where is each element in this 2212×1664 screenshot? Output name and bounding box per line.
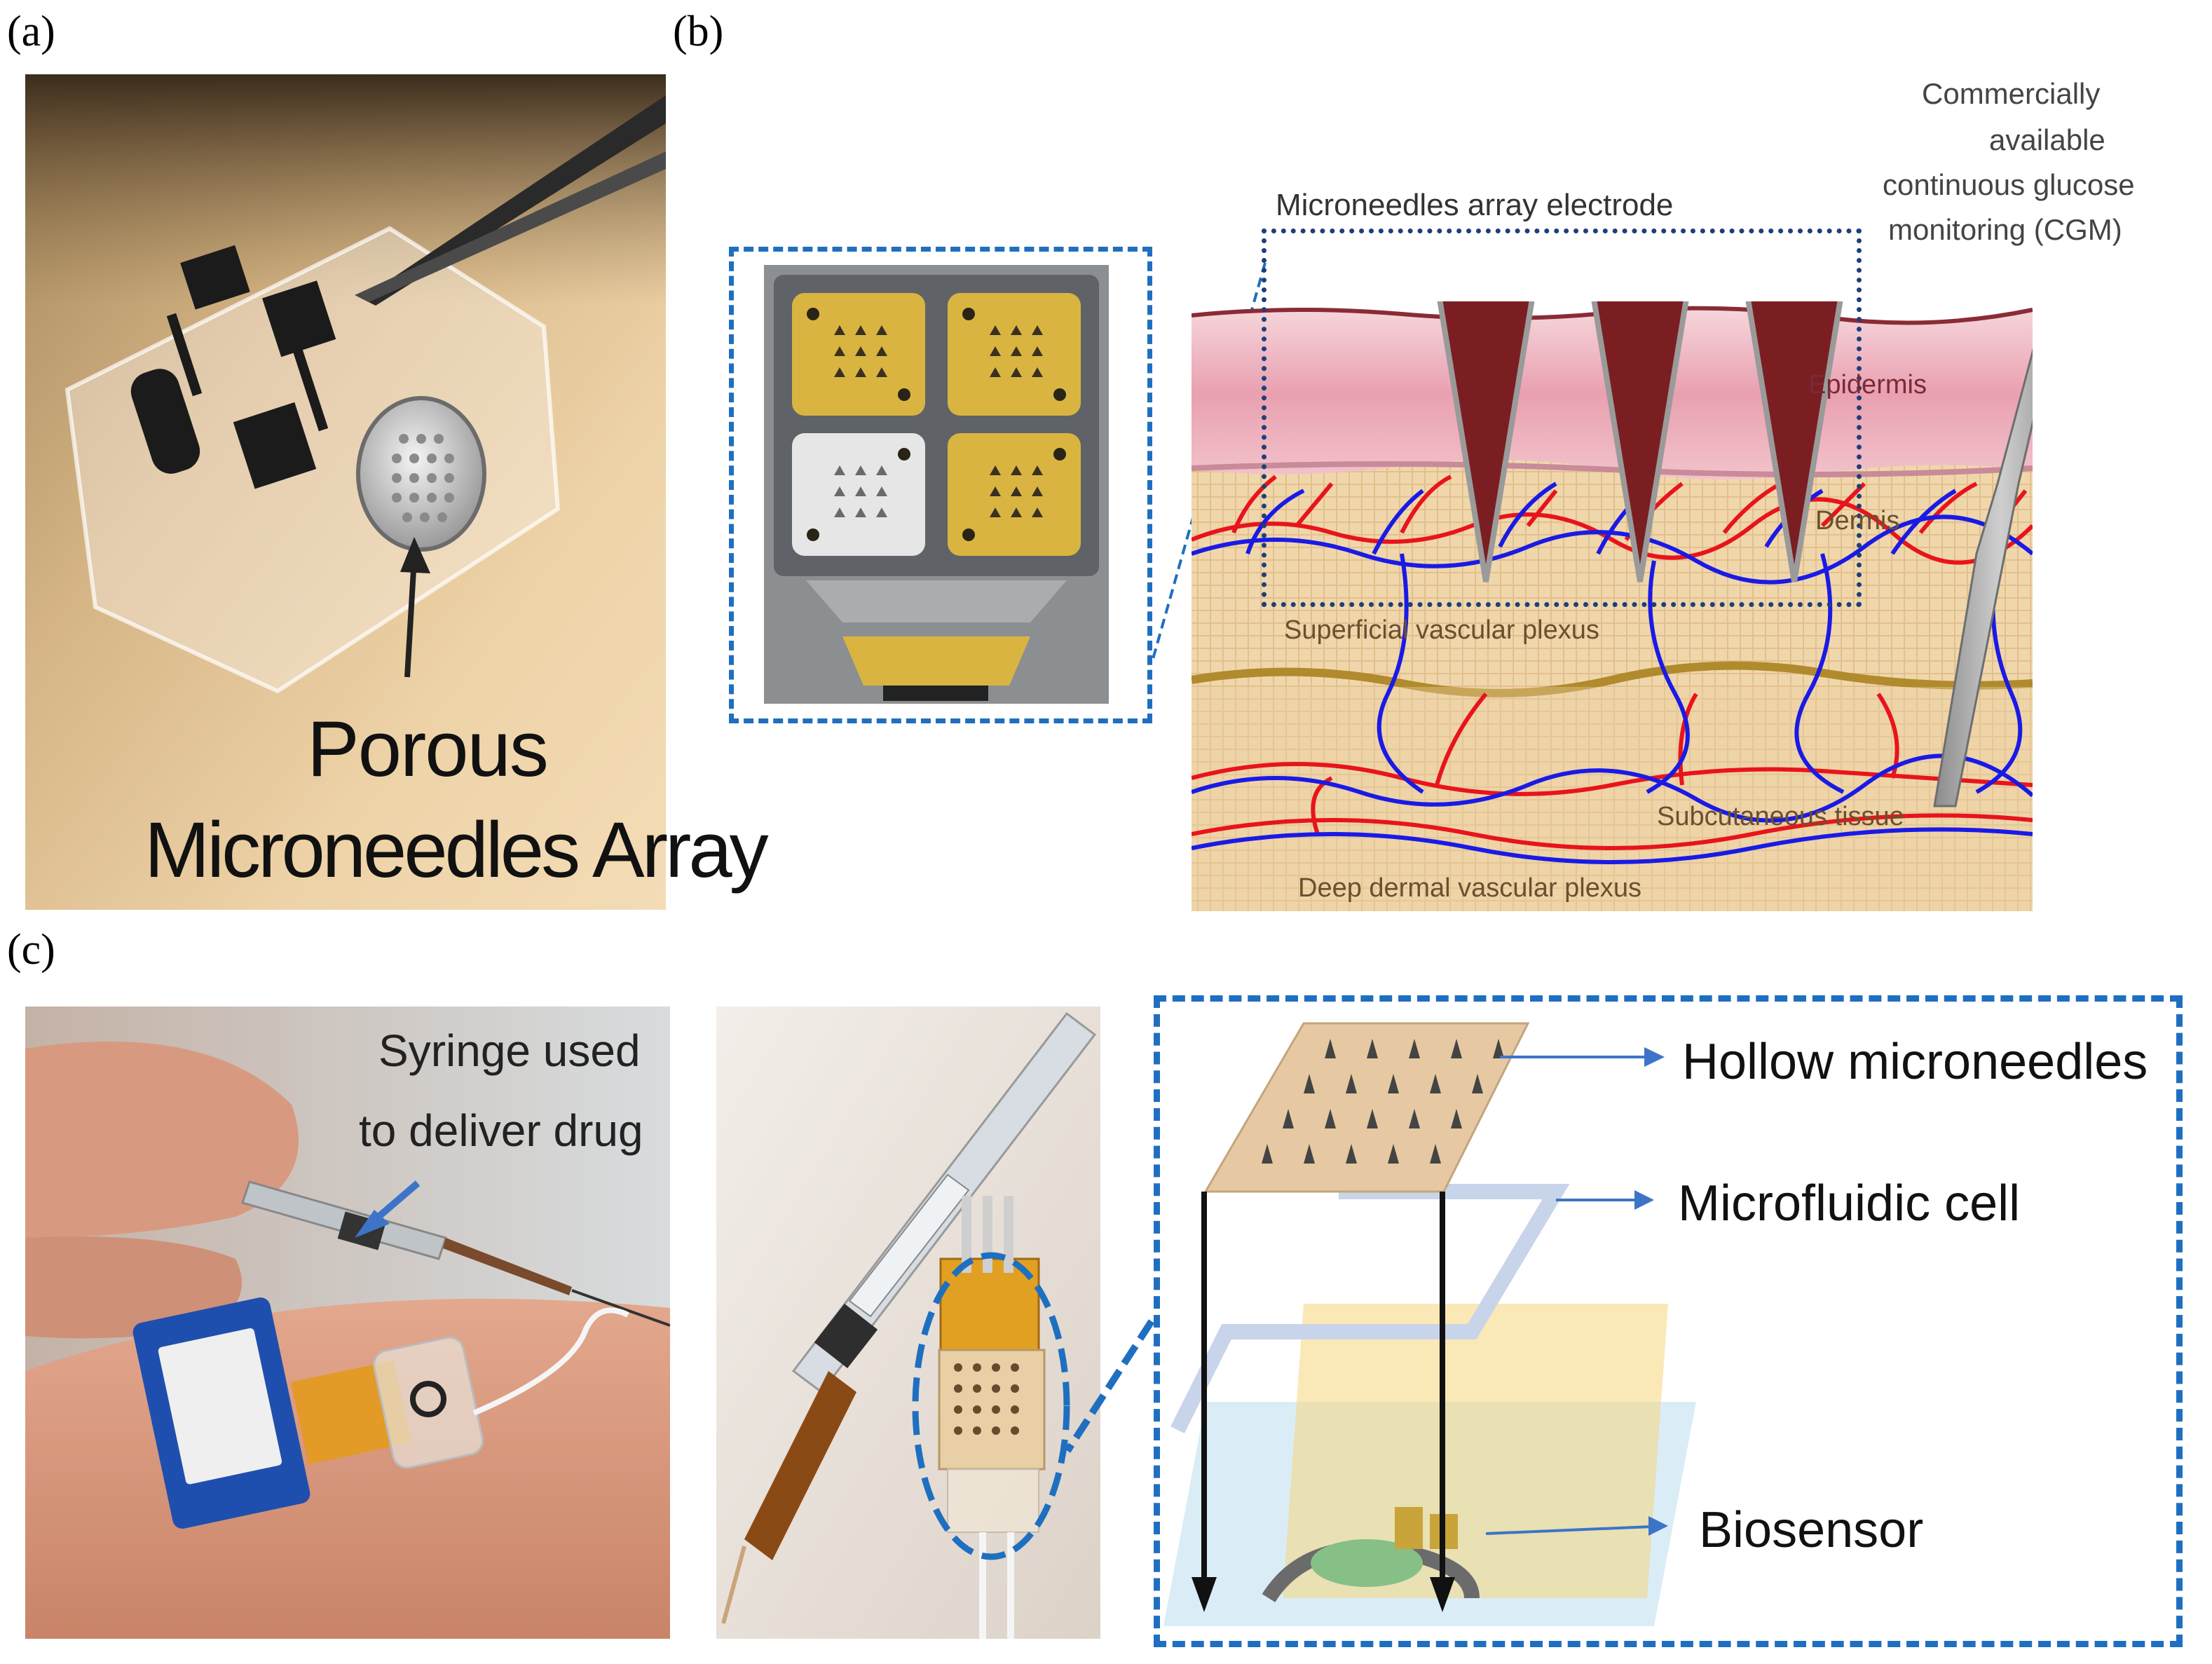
panel-c-hand-photo — [25, 1007, 670, 1639]
panel-a-caption-line2: Microneedles Array — [144, 806, 769, 894]
label-hollow-microneedles: Hollow microneedles — [1682, 1034, 2148, 1090]
panel-a-label: (a) — [7, 8, 55, 55]
layer-label-dermis: Dermis — [1815, 506, 1900, 536]
panel-c-zoom-line — [1064, 1319, 1155, 1453]
panel-b-label: (b) — [673, 8, 724, 55]
layer-label-epidermis: Epidermis — [1808, 370, 1927, 400]
layer-label-subcutaneous: Subcutaneous tissue — [1657, 802, 1904, 831]
panel-c-schematic — [1163, 1022, 1696, 1626]
panel-b-electrode-photo — [764, 265, 1109, 704]
layer-label-superficial: Superficial vascular plexus — [1284, 615, 1599, 645]
panel-c-label: (c) — [7, 926, 55, 974]
panel-b-cgm-line1: Commercially — [1922, 77, 2101, 110]
panel-b-skin-diagram — [1192, 301, 2033, 911]
panel-a-photo — [25, 74, 666, 910]
label-biosensor: Biosensor — [1699, 1502, 1924, 1558]
panel-b-cgm-line2: available — [1989, 123, 2105, 156]
panel-b-electrode-box — [1262, 229, 1862, 607]
panel-c-schematic-frame — [1154, 995, 2183, 1647]
layer-label-deep: Deep dermal vascular plexus — [1298, 873, 1642, 903]
panel-c-syringe-line2: to deliver drug — [359, 1105, 643, 1156]
panel-c-syringe-photo — [716, 1007, 1100, 1639]
panel-a-caption-line1: Porous — [307, 705, 549, 793]
panel-b-cgm-line3: continuous glucose — [1883, 168, 2135, 201]
label-microfluidic-cell: Microfluidic cell — [1678, 1175, 2021, 1232]
panel-c-syringe-line1: Syringe used — [378, 1025, 641, 1076]
panel-b-cgm-line4: monitoring (CGM) — [1888, 213, 2122, 246]
panel-b-electrode-label: Microneedles array electrode — [1276, 188, 1674, 222]
panel-b-inset-frame — [729, 247, 1152, 723]
